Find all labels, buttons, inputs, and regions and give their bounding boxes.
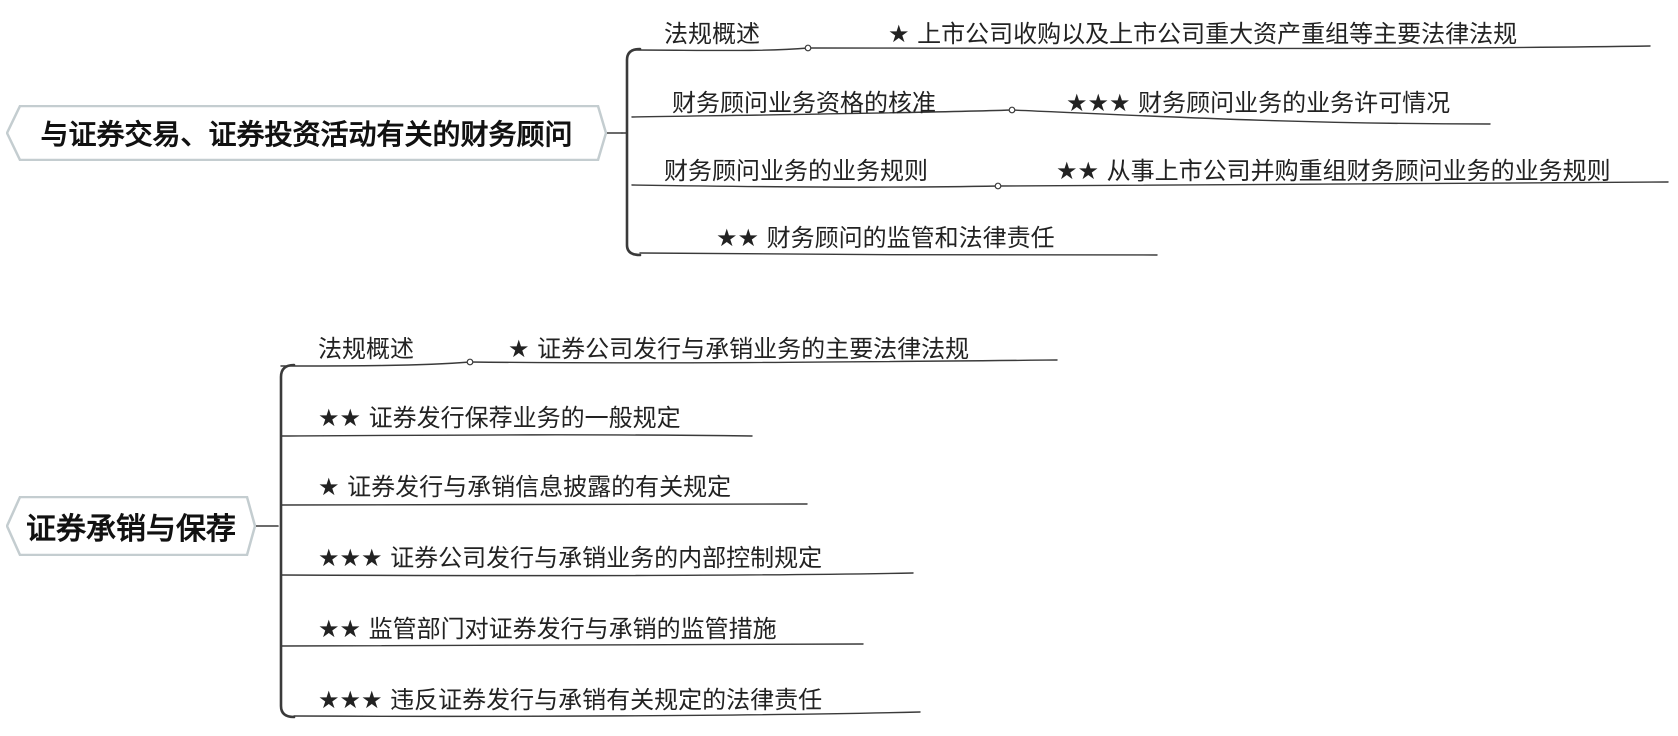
root-node-label: 与证券交易、证券投资活动有关的财务顾问 — [40, 118, 573, 151]
underline-l2 — [1011, 109, 1491, 125]
joint-b2 — [1008, 106, 1016, 114]
joint-m1 — [466, 358, 474, 366]
branch-regulatory-measures[interactable]: ★★ 监管部门对证券发行与承销的监管措施 — [318, 615, 777, 643]
underline-m6 — [293, 711, 921, 718]
joint-b1 — [804, 44, 812, 52]
root-node-shape — [6, 105, 607, 161]
underline-m1 — [280, 361, 471, 367]
branch-internal-control[interactable]: ★★★ 证券公司发行与承销业务的内部控制规定 — [318, 544, 823, 572]
branch-business-rules[interactable]: 财务顾问业务的业务规则 — [664, 157, 928, 185]
bracket-1 — [625, 47, 642, 257]
underline-m3 — [280, 503, 808, 506]
underline-l3 — [997, 181, 1669, 187]
branch-qualification-approval[interactable]: 财务顾问业务资格的核准 — [672, 89, 936, 117]
root-node-shape — [6, 496, 256, 556]
underline-m1-leaf — [469, 359, 1058, 364]
leaf-ma-advisor-rules[interactable]: ★★ 从事上市公司并购重组财务顾问业务的业务规则 — [1056, 157, 1611, 185]
branch-regulations-overview-2[interactable]: 法规概述 — [318, 335, 414, 363]
underline-m5 — [280, 643, 864, 647]
leaf-business-license[interactable]: ★★★ 财务顾问业务的业务许可情况 — [1066, 89, 1451, 117]
bracket-2 — [279, 363, 296, 719]
branch-legal-liability[interactable]: ★★★ 违反证券发行与承销有关规定的法律责任 — [318, 686, 823, 714]
branch-sponsorship-rules[interactable]: ★★ 证券发行保荐业务的一般规定 — [318, 404, 681, 432]
branch-supervision-liability[interactable]: ★★ 财务顾问的监管和法律责任 — [716, 224, 1055, 252]
underline-b2 — [631, 109, 1013, 118]
root-node-underwriting-sponsorship[interactable]: 证券承销与保荐 — [6, 496, 256, 556]
branch-disclosure-rules[interactable]: ★ 证券发行与承销信息披露的有关规定 — [318, 473, 732, 501]
joint-b3 — [994, 182, 1002, 190]
underline-m2 — [280, 434, 753, 437]
underline-b4 — [639, 252, 1158, 256]
underline-b3 — [631, 184, 999, 188]
underline-m4 — [280, 572, 914, 577]
root-node-label: 证券承销与保荐 — [26, 512, 236, 547]
leaf-main-laws[interactable]: ★ 证券公司发行与承销业务的主要法律法规 — [508, 335, 970, 363]
underline-b1 — [631, 47, 809, 52]
branch-regulations-overview[interactable]: 法规概述 — [664, 20, 760, 48]
leaf-acquisition-laws[interactable]: ★ 上市公司收购以及上市公司重大资产重组等主要法律法规 — [888, 20, 1518, 48]
underline-l1 — [807, 45, 1651, 50]
root-node-financial-advisor[interactable]: 与证券交易、证券投资活动有关的财务顾问 — [6, 105, 607, 161]
